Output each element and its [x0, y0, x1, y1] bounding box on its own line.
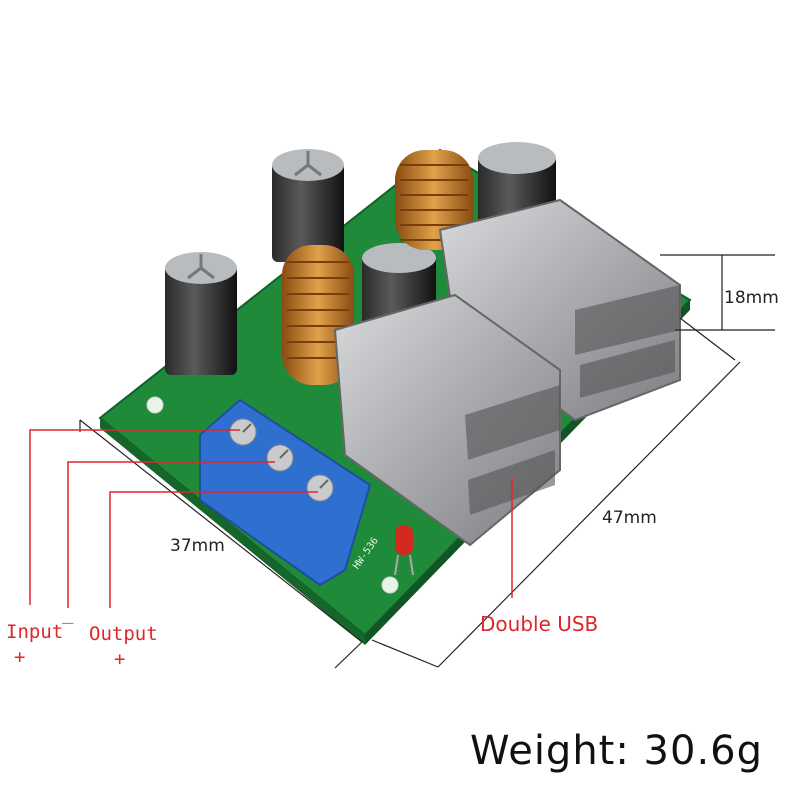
height-dimension-label: 18mm: [724, 288, 779, 308]
output-terminal-label: Output: [89, 623, 158, 645]
usb-port-stack-rear: [438, 198, 681, 422]
output-sign: +: [114, 648, 126, 670]
mount-hole: [381, 576, 399, 594]
length-dimension-label: 47mm: [602, 508, 657, 528]
pcb-edge: [100, 418, 365, 645]
usb-port-stack-front: [333, 293, 561, 547]
input-terminal-label: Input: [6, 621, 64, 643]
capacitor: [272, 149, 344, 262]
width-dimension-label: 37mm: [170, 536, 225, 556]
capacitor: [165, 252, 237, 375]
callout-lines: [29, 429, 513, 608]
double-usb-label: Double USB: [480, 612, 599, 636]
mount-hole: [146, 396, 164, 414]
input-sign: +: [14, 646, 26, 668]
weight-label: Weight: 30.6g: [470, 728, 763, 774]
dimension-lines: [79, 254, 775, 669]
led-indicator: [394, 525, 414, 576]
minus-terminal-label: _: [62, 602, 74, 624]
inductor-coil: [395, 150, 473, 250]
